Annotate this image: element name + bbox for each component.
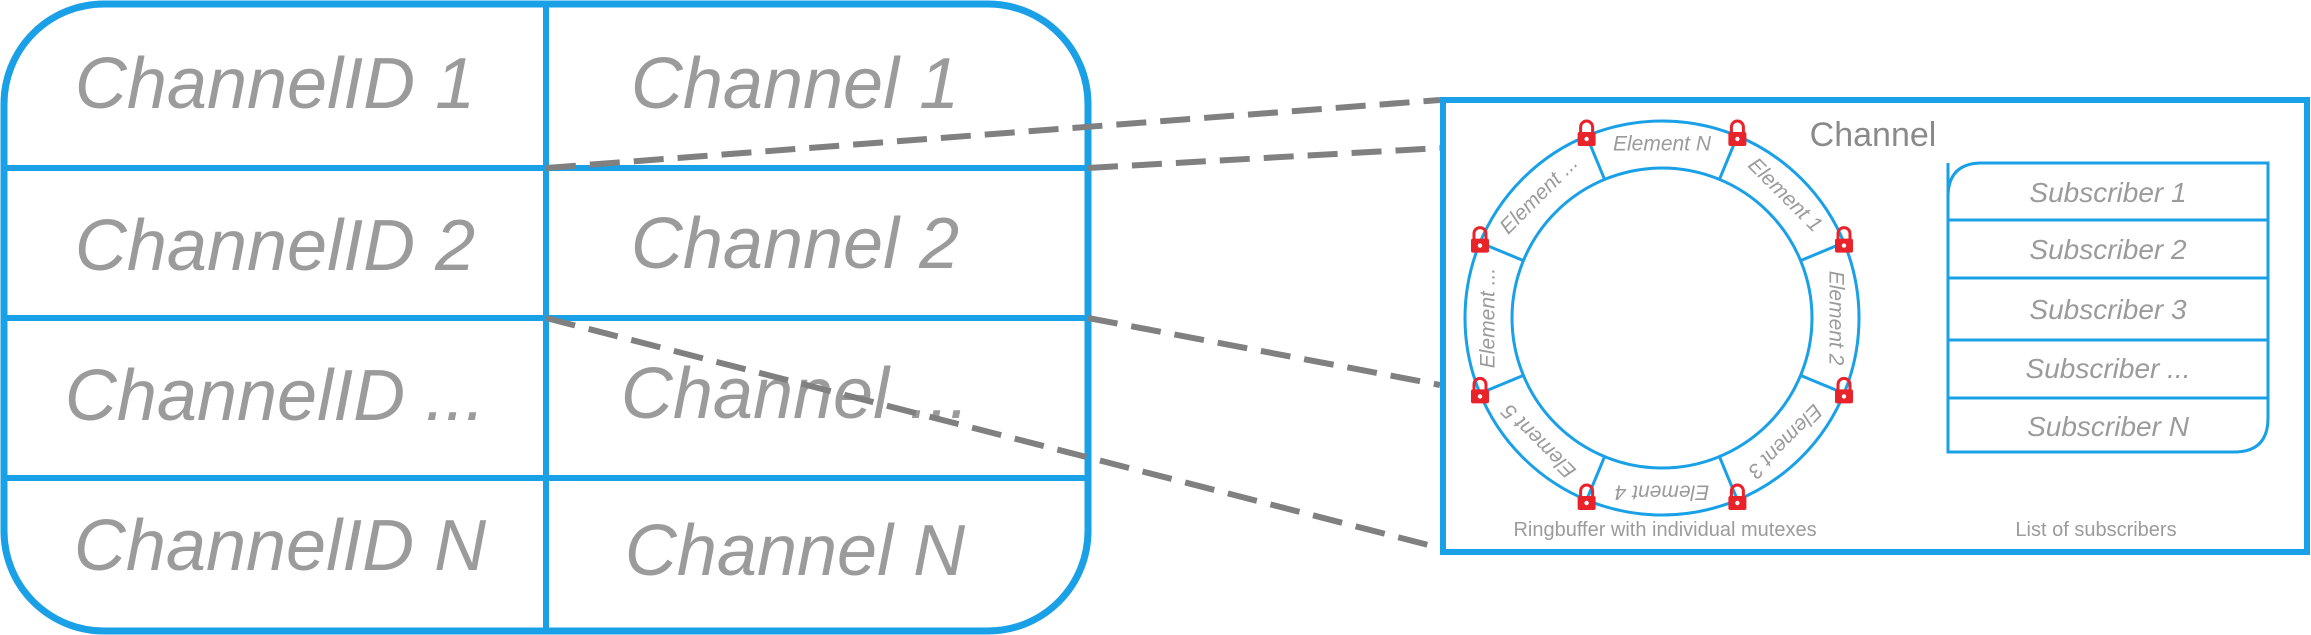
ring-outer	[1463, 119, 1861, 517]
subscriber-item: Subscriber 3	[2029, 294, 2187, 325]
ring-element-label: Element 2	[1824, 271, 1847, 366]
subscriber-list: Subscriber 1 Subscriber 2 Subscriber 3 S…	[1946, 161, 2270, 454]
subscriber-item: Subscriber ...	[2026, 353, 2191, 384]
connector-line	[1087, 145, 1441, 171]
channel-cell: Channel 2	[631, 204, 959, 284]
ring-segment-divider	[1718, 456, 1739, 501]
padlock-icon	[1728, 119, 1747, 146]
padlock-icon	[1728, 483, 1747, 511]
channel-id-cell: ChannelID 1	[75, 44, 475, 124]
channel-id-cell: ChannelID N	[74, 506, 487, 586]
channel-id-cell: ChannelID ...	[65, 356, 485, 436]
ring-inner	[1510, 166, 1814, 470]
subscriber-list-outline	[1946, 161, 2270, 454]
padlock-icon	[1470, 376, 1489, 404]
subscriber-list-caption: List of subscribers	[2015, 519, 2176, 541]
padlock-icon	[1577, 483, 1596, 511]
channel-box-border	[1440, 97, 2310, 555]
ringbuffer-caption: Ringbuffer with individual mutexes	[1513, 519, 1816, 541]
channel-cell: Channel 1	[631, 44, 959, 124]
connector-line	[1087, 315, 1441, 388]
ring-element-label: Element N	[1613, 133, 1712, 156]
channel-title: Channel	[1810, 116, 1937, 154]
channel-cell: Channel ...	[621, 354, 969, 434]
ring-segment-divider	[1585, 456, 1606, 501]
channel-id-cell: ChannelID 2	[75, 206, 475, 286]
channel-table: ChannelID 1 Channel 1 ChannelID 2 Channe…	[0, 0, 1092, 635]
channel-cell: Channel N	[625, 511, 966, 591]
subscriber-item: Subscriber N	[2027, 411, 2190, 442]
subscriber-item: Subscriber 1	[2029, 177, 2186, 208]
connector-line	[545, 97, 1441, 171]
zoom-connectors	[545, 97, 1441, 551]
padlock-icon	[1577, 119, 1596, 146]
subscriber-item: Subscriber 2	[2029, 234, 2187, 265]
padlock-icon	[1835, 376, 1854, 404]
padlock-icon	[1470, 226, 1489, 253]
padlock-icon	[1835, 226, 1854, 253]
ring-element-label: Element 4	[1615, 480, 1710, 503]
ring-element-label: Element ...	[1477, 268, 1500, 368]
connector-line	[545, 315, 1441, 551]
